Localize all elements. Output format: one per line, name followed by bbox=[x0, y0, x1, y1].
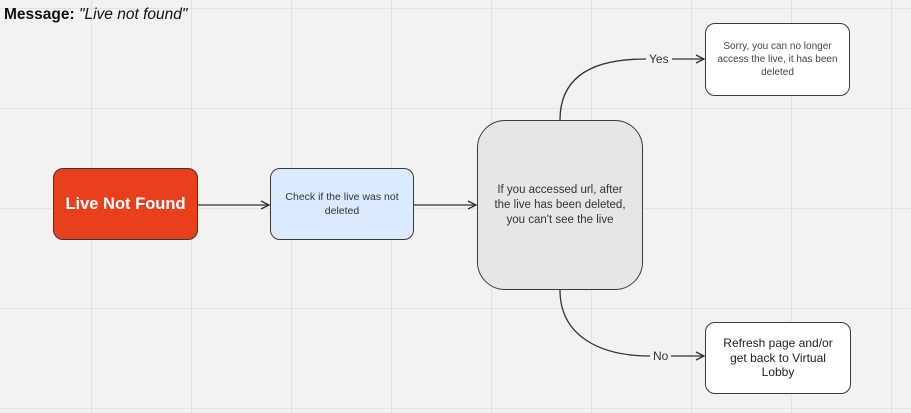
node-check-deleted-label: Check if the live was not deleted bbox=[285, 191, 399, 217]
title-value: "Live not found" bbox=[78, 6, 188, 23]
node-yes-result[interactable]: Sorry, you can no longer access the live… bbox=[705, 23, 850, 96]
connector-no bbox=[559, 289, 704, 356]
page-title: Message: "Live not found" bbox=[4, 6, 187, 24]
node-no-result-label: Refresh page and/or get back to Virtual … bbox=[723, 336, 833, 380]
node-live-not-found[interactable]: Live Not Found bbox=[53, 168, 198, 240]
connector-yes bbox=[559, 59, 704, 121]
node-check-deleted[interactable]: Check if the live was not deleted bbox=[270, 168, 414, 240]
edge-label-no: No bbox=[650, 349, 672, 363]
node-decision[interactable]: If you accessed url, after the live has … bbox=[477, 120, 643, 290]
node-no-result[interactable]: Refresh page and/or get back to Virtual … bbox=[705, 322, 851, 394]
node-yes-result-label: Sorry, you can no longer access the live… bbox=[717, 41, 838, 78]
edge-label-yes: Yes bbox=[646, 52, 672, 66]
title-label: Message: bbox=[4, 6, 75, 23]
node-live-not-found-label: Live Not Found bbox=[65, 194, 186, 213]
node-decision-label: If you accessed url, after the live has … bbox=[494, 183, 626, 226]
